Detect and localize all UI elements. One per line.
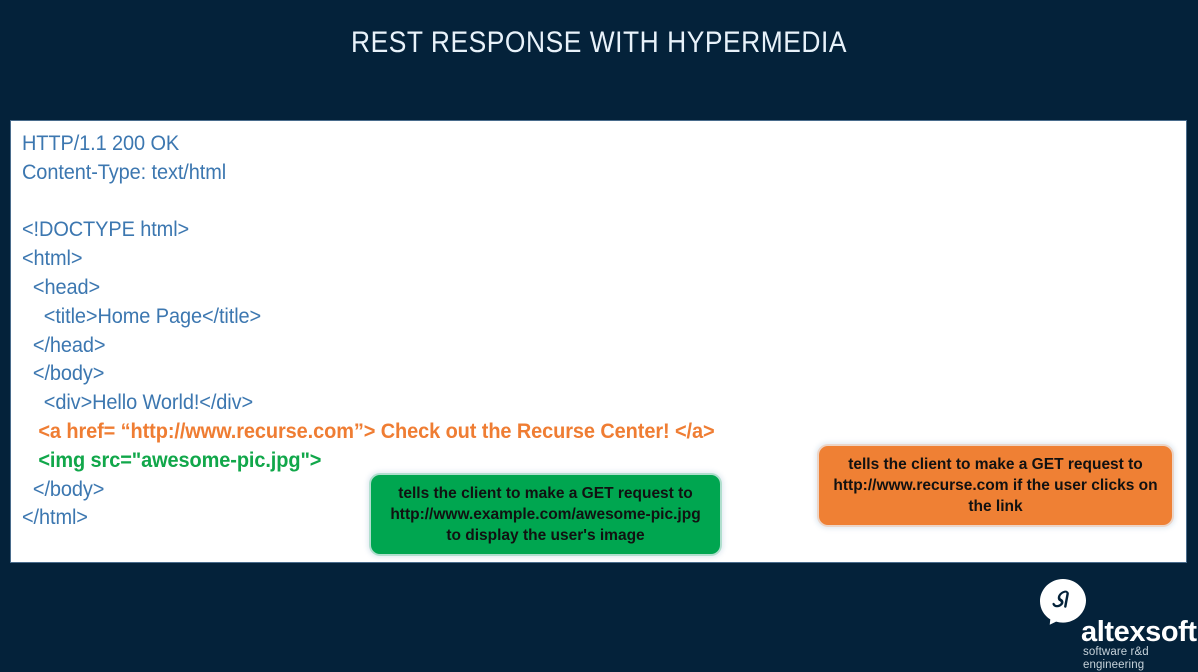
callout-image-note: tells the client to make a GET request t… (369, 473, 722, 556)
code-line: <a href= “http://www.recurse.com”> Check… (22, 419, 715, 443)
code-line: <div>Hello World!</div> (22, 391, 254, 415)
code-line: </body> (22, 362, 105, 386)
page-title: REST RESPONSE WITH HYPERMEDIA (351, 26, 847, 59)
code-line: HTTP/1.1 200 OK (22, 132, 180, 155)
altexsoft-speech-bubble-icon (1039, 578, 1087, 626)
code-line: Content-Type: text/html (22, 160, 227, 184)
code-line: <img src="awesome-pic.jpg"> (22, 448, 322, 472)
code-line: </body> (22, 477, 105, 501)
callout-link-note: tells the client to make a GET request t… (817, 444, 1174, 527)
code-line: <html> (22, 247, 83, 271)
code-line: </html> (22, 506, 88, 530)
code-line (22, 188, 715, 217)
brand-logo: altexsoft software r&d engineering (1031, 578, 1197, 671)
code-line: <title>Home Page</title> (22, 304, 262, 328)
logo-tagline: software r&d engineering (1083, 646, 1149, 671)
code-block: HTTP/1.1 200 OK Content-Type: text/html <… (22, 130, 715, 533)
code-line: </head> (22, 333, 106, 357)
code-line: <head> (22, 275, 101, 299)
logo-wordmark: altexsoft (1081, 616, 1197, 648)
code-line: <!DOCTYPE html> (22, 218, 190, 242)
